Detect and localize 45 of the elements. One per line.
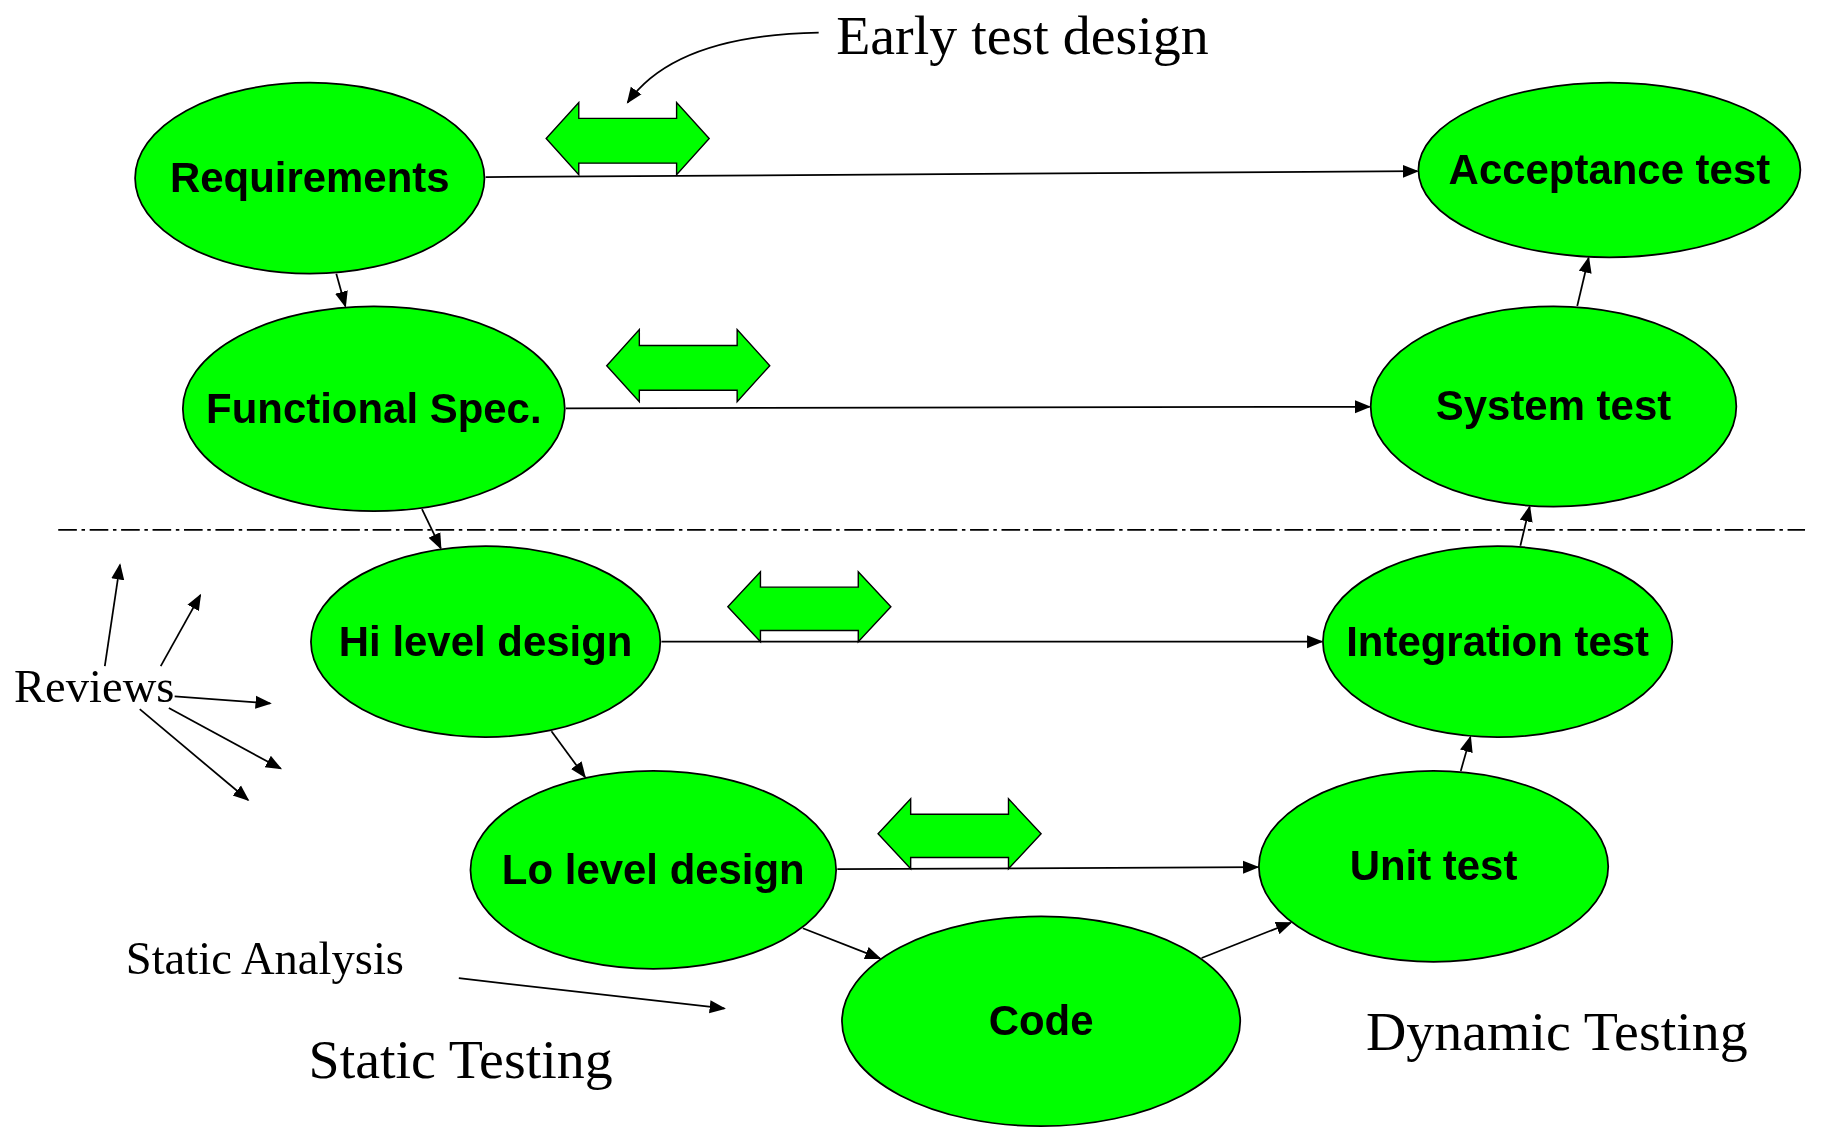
ellipse-node [1369, 305, 1738, 508]
node-label: Functional Spec. [206, 384, 542, 434]
leader-arrow [159, 593, 202, 667]
arrow [335, 272, 348, 308]
arrow [421, 508, 442, 550]
node-label: Unit test [1349, 841, 1518, 891]
node-label: Requirements [170, 153, 450, 203]
arrow [1576, 256, 1592, 307]
node-label: Lo level design [501, 845, 805, 895]
node-label: Hi level design [338, 617, 633, 667]
annotation-text: Static Analysis [125, 935, 404, 982]
arrow [660, 635, 1324, 649]
node-label: Acceptance test [1448, 145, 1771, 195]
arrow [1200, 921, 1293, 959]
ellipse-node [1417, 81, 1802, 259]
leader-arrow [457, 977, 726, 1014]
arrow [1459, 735, 1473, 772]
ellipse-node [1257, 769, 1610, 964]
leader-arrow [103, 563, 125, 667]
arrow [484, 164, 1419, 178]
arrow [1519, 505, 1533, 547]
ellipse-node [133, 81, 486, 275]
ellipse-node [1321, 545, 1674, 739]
ellipse-node [840, 915, 1242, 1128]
arrow [565, 400, 1372, 414]
double-arrow-shape [606, 329, 770, 402]
section-label: Static Testing [308, 1031, 613, 1088]
ellipse-node [309, 545, 662, 739]
double-arrow-shape [727, 571, 891, 642]
leader-arrow [138, 708, 250, 802]
leader-arrow [168, 707, 283, 770]
annotation-text: Reviews [13, 663, 175, 711]
arrow [801, 927, 882, 960]
leader-arrow [626, 31, 820, 104]
node-label: Code [988, 996, 1094, 1046]
arrow [550, 730, 586, 779]
section-label: Dynamic Testing [1366, 1003, 1748, 1060]
arrow [836, 860, 1260, 874]
double-arrow-shape [546, 102, 710, 175]
node-label: System test [1435, 381, 1672, 431]
ellipse-node [181, 305, 566, 513]
leader-arrow [173, 695, 272, 709]
double-arrow-shape [878, 798, 1042, 869]
node-label: Integration test [1346, 617, 1649, 667]
ellipse-node [469, 769, 838, 971]
